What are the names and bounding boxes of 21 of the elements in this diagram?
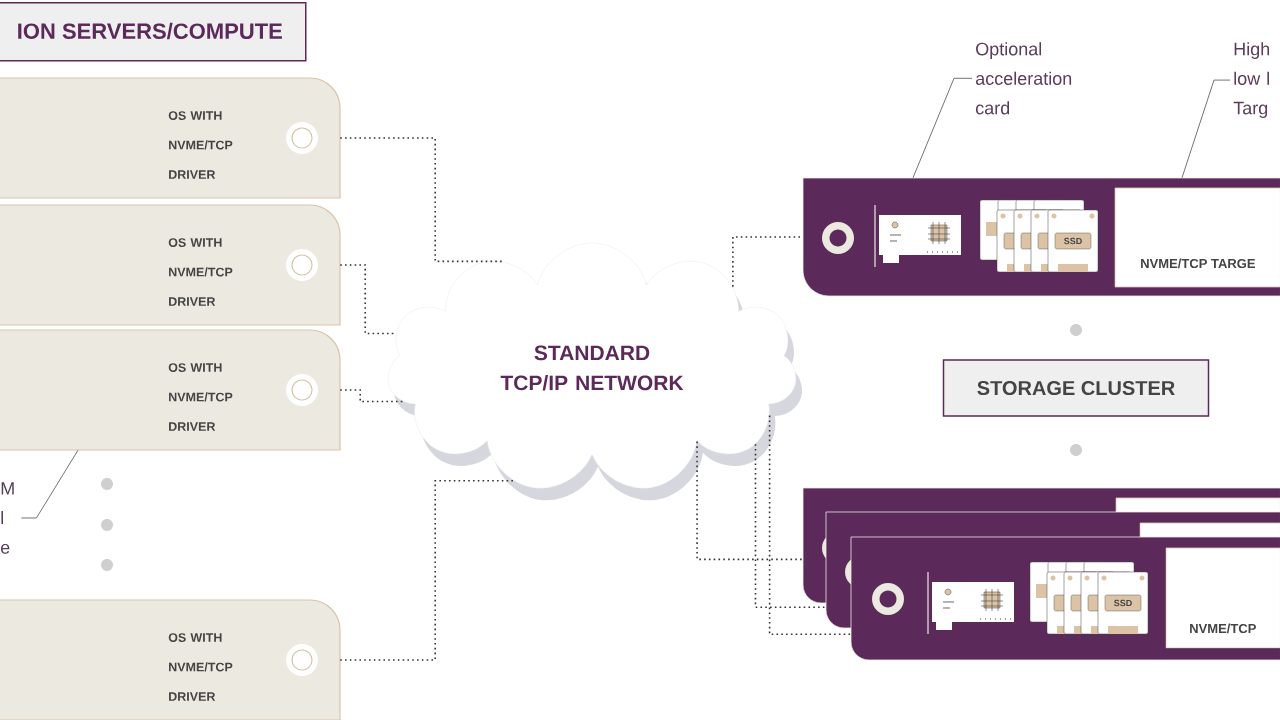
- network-link: [339, 479, 514, 661]
- server-box: OS WITH NVME/TCP DRIVER: [0, 77, 341, 199]
- callout-text: M l e: [1, 482, 14, 554]
- network-link: [339, 389, 404, 403]
- ssd-label: SSD: [1114, 599, 1132, 607]
- cloud: STANDARD TCP/IP NETWORK: [387, 242, 802, 501]
- network-link: [696, 440, 804, 561]
- callout-text: Optional acceleration card: [975, 42, 1072, 115]
- title-box: ION SERVERS/COMPUTE: [0, 2, 307, 62]
- leader-line: [20, 449, 79, 519]
- network-link: [754, 443, 827, 609]
- ssd-label: SSD: [1064, 237, 1082, 245]
- callout-text: High low l Targ: [1233, 42, 1270, 118]
- server-box: OS WITH NVME/TCP DRIVER: [0, 599, 341, 720]
- server-box: OS WITH NVME/TCP DRIVER: [0, 204, 341, 326]
- server-box: OS WITH NVME/TCP DRIVER: [0, 329, 341, 451]
- label-box: STORAGE CLUSTER: [942, 359, 1210, 417]
- network-link: [339, 137, 504, 263]
- leader-line: [1181, 79, 1231, 179]
- network-link: [768, 414, 852, 636]
- leader-line: [912, 77, 973, 179]
